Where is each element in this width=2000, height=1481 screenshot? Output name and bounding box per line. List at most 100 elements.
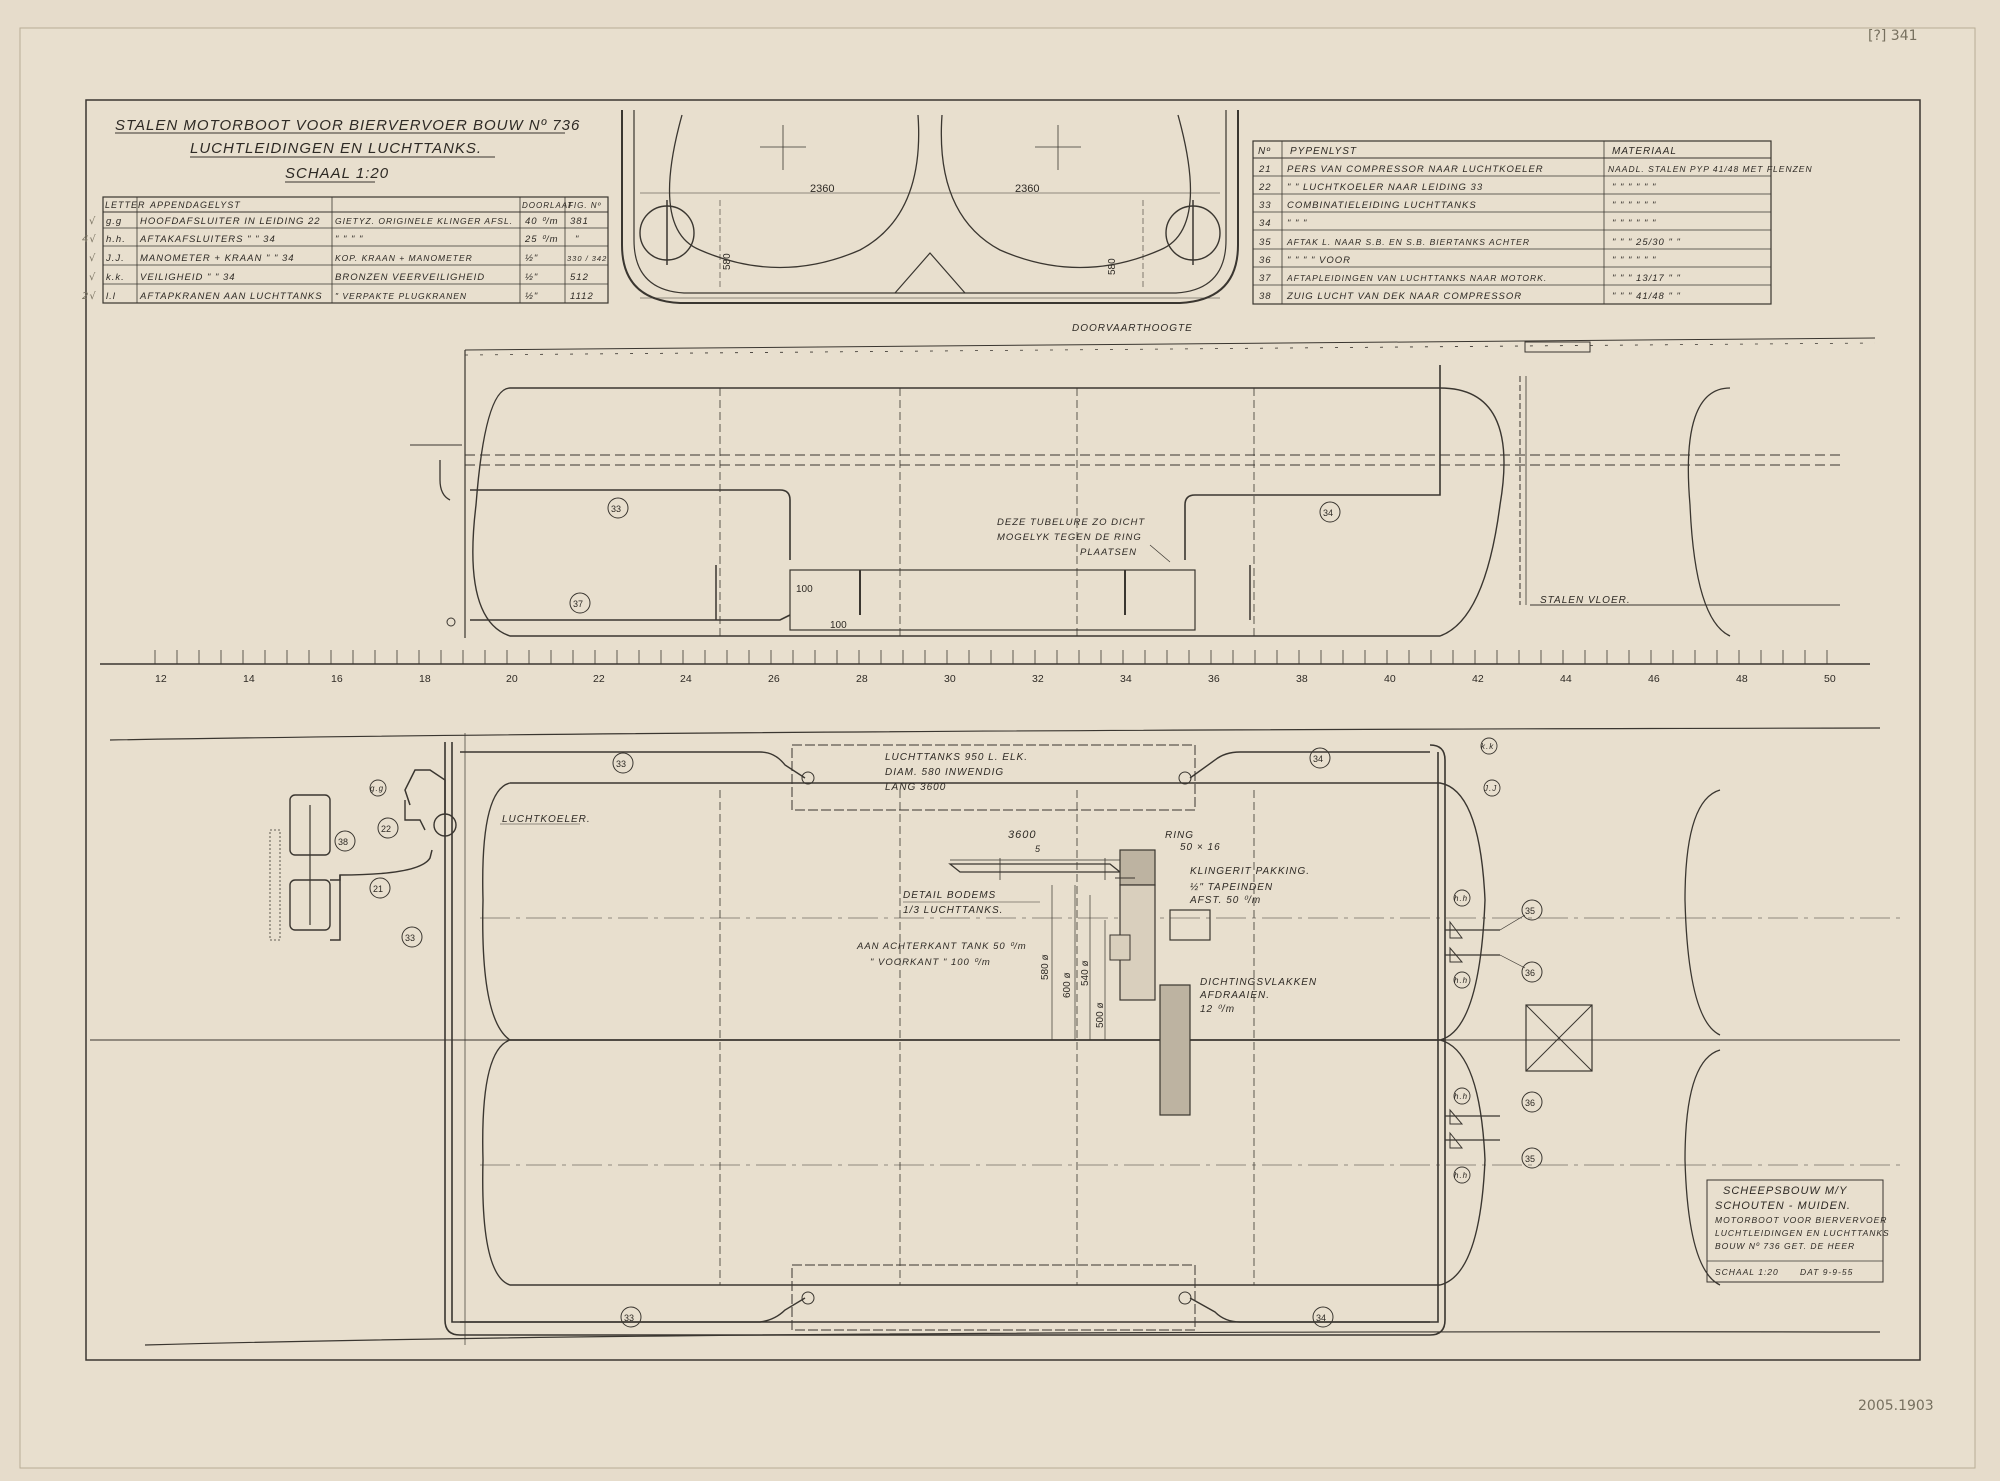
frame-number: 20 — [506, 673, 518, 685]
table-cell: k.k. — [106, 272, 125, 283]
table-cell: 330 / 342 — [567, 254, 607, 263]
pipe-table: Nº PYPENLYST MATERIAAL 21 PERS VAN COMPR… — [1252, 140, 1812, 305]
stamp-scale: SCHAAL 1:20 — [1715, 1267, 1779, 1277]
section-height-left: 580 — [722, 253, 733, 270]
table-cell: 37 — [1259, 273, 1272, 284]
table-row-mark: 2√ — [82, 291, 97, 302]
front-note: " VOORKANT " 100 ⁰/m — [870, 957, 991, 968]
table-cell: 40 ⁰/m — [525, 216, 559, 227]
tap-line-2: AFST. 50 ⁰/m — [1189, 895, 1261, 906]
table-cell: ½" — [525, 253, 538, 264]
valve-tag: k.k — [1481, 742, 1494, 751]
title-line-1: STALEN MOTORBOOT VOOR BIERVERVOER BOUW N… — [115, 117, 580, 134]
table-cell: GIETYZ. ORIGINELE KLINGER AFSL. — [335, 216, 513, 226]
table-cell: " " " " " " — [1612, 182, 1656, 193]
table-cell: J.J. — [105, 253, 125, 264]
section-dim-left: 2360 — [810, 183, 834, 195]
table-cell: " " LUCHTKOELER NAAR LEIDING 33 — [1287, 182, 1483, 193]
compressor-assembly — [269, 769, 457, 941]
pipe-tag: 38 — [338, 837, 348, 847]
table-cell: ½" — [525, 272, 538, 283]
valve-tag: h.h — [1454, 1092, 1468, 1101]
frame-number-scale: 12 14 16 18 20 22 24 26 28 30 32 34 36 3… — [155, 673, 1836, 685]
table-cell: 36 — [1259, 255, 1272, 266]
table-cell: 1112 — [570, 291, 594, 302]
tap-line-1: ½" TAPEINDEN — [1190, 882, 1273, 893]
appendage-table: LETTER APPENDAGELYST DOORLAAT FIG. Nº √ … — [82, 196, 609, 304]
frame-number: 16 — [331, 673, 343, 685]
valve-tag: h.h — [1454, 1171, 1468, 1180]
section-dim-right: 2360 — [1015, 183, 1039, 195]
tanks-note-line-1: LUCHTTANKS 950 L. ELK. — [885, 752, 1028, 763]
dia-540: 540 ø — [1080, 960, 1091, 986]
side-dim-b: 100 — [830, 620, 847, 631]
frame-number: 38 — [1296, 673, 1308, 685]
table-cell: VEILIGHEID " " 34 — [140, 272, 236, 283]
table-cell: MANOMETER + KRAAN " " 34 — [140, 253, 295, 264]
table-cell: KOP. KRAAN + MANOMETER — [335, 253, 473, 263]
tube-note-line-2: MOGELYK TEGEN DE RING — [997, 532, 1142, 543]
stamp-line-4: LUCHTLEIDINGEN EN LUCHTTANKS — [1715, 1228, 1890, 1238]
floor-label: STALEN VLOER. — [1540, 595, 1631, 606]
appendage-header-letter: LETTER — [105, 200, 146, 210]
frame-number: 36 — [1208, 673, 1220, 685]
stamp-date: DAT 9-9-55 — [1800, 1267, 1853, 1277]
tube-note-line-1: DEZE TUBELURE ZO DICHT — [997, 517, 1145, 528]
table-cell: " " " " " " — [1612, 218, 1656, 229]
pipe-header-material: MATERIAAL — [1612, 146, 1677, 157]
frame-number: 28 — [856, 673, 868, 685]
table-cell: " " " " " " — [1612, 200, 1656, 211]
frame-number: 40 — [1384, 673, 1396, 685]
section-height-right: 580 — [1107, 258, 1118, 275]
table-row-mark: √ — [89, 216, 96, 227]
table-cell: 38 — [1259, 291, 1272, 302]
corner-mark-bottom: 2005.1903 — [1858, 1398, 1934, 1414]
paper-edge — [19, 27, 1976, 1469]
dia-500: 500 ø — [1095, 1002, 1106, 1028]
table-cell: COMBINATIELEIDING LUCHTTANKS — [1287, 200, 1477, 211]
frame-number: 24 — [680, 673, 692, 685]
table-cell: " " " " VOOR — [1287, 255, 1351, 266]
maker-stamp: SCHEEPSBOUW M/Y SCHOUTEN - MUIDEN. MOTOR… — [1706, 1179, 1890, 1283]
pipe-tag: 35 — [1525, 1154, 1535, 1164]
frame-number: 12 — [155, 673, 167, 685]
valve-tag: h.h — [1454, 894, 1468, 903]
pipe-tag: 37 — [573, 599, 583, 609]
table-row-mark: 4√ — [82, 234, 97, 245]
valve-tag: h.h — [1454, 976, 1468, 985]
title-line-2: LUCHTLEIDINGEN EN LUCHTTANKS. — [190, 140, 482, 157]
pipe-header-name: PYPENLYST — [1290, 146, 1357, 157]
table-cell: g.g — [106, 216, 122, 227]
table-cell: " " " 41/48 " " — [1612, 291, 1681, 302]
pipe-tag: 35 — [1525, 906, 1535, 916]
stamp-line-1: SCHEEPSBOUW M/Y — [1723, 1185, 1847, 1197]
title-block: STALEN MOTORBOOT VOOR BIERVERVOER BOUW N… — [115, 117, 580, 183]
dia-600: 600 ø — [1062, 972, 1073, 998]
detail-title-line-2: 1/3 LUCHTTANKS. — [903, 905, 1003, 916]
side-pipe-tags: 33 34 37 — [569, 497, 1341, 614]
table-cell: 381 — [570, 216, 589, 227]
pipe-tag: 36 — [1525, 1098, 1535, 1108]
frame-number: 42 — [1472, 673, 1484, 685]
pipe-tag: 36 — [1525, 968, 1535, 978]
table-cell: 35 — [1259, 237, 1272, 248]
table-cell: ½" — [525, 291, 538, 302]
table-cell: 34 — [1259, 218, 1272, 229]
drawing-border — [85, 99, 1921, 1361]
frame-number: 14 — [243, 673, 255, 685]
table-cell: AFTAKAFSLUITERS " " 34 — [139, 234, 276, 245]
plan-valve-tags: g.g k.k J.J h.h h.h h.h h.h — [369, 737, 1501, 1184]
detail-title-line-1: DETAIL BODEMS — [903, 890, 996, 901]
stamp-line-2: SCHOUTEN - MUIDEN. — [1715, 1200, 1851, 1212]
cross-section-view: 2360 2360 580 580 — [621, 110, 1239, 304]
table-cell: HOOFDAFSLUITER IN LEIDING 22 — [140, 216, 321, 227]
table-cell: " " " " " " — [1612, 255, 1656, 266]
table-cell: " VERPAKTE PLUGKRANEN — [335, 291, 467, 301]
pipe-tag: 22 — [381, 824, 391, 834]
table-row-mark: √ — [89, 272, 96, 283]
table-cell: 25 ⁰/m — [524, 234, 559, 245]
clearance-label: DOORVAARTHOOGTE — [1072, 323, 1193, 334]
frame-number: 22 — [593, 673, 605, 685]
tanks-note-line-3: LANG 3600 — [885, 782, 946, 793]
